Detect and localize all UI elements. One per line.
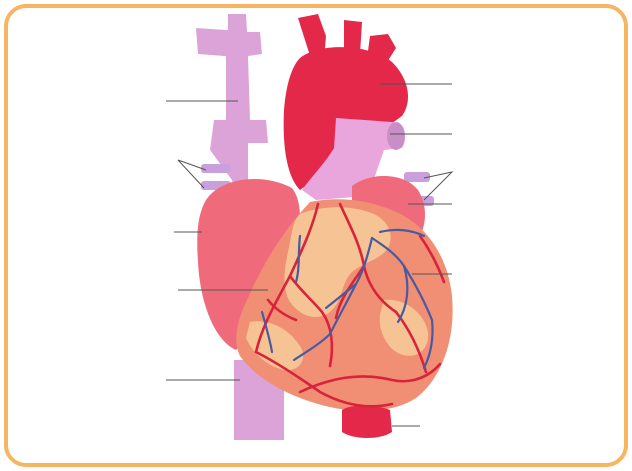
inferior-vessel [342, 406, 392, 439]
